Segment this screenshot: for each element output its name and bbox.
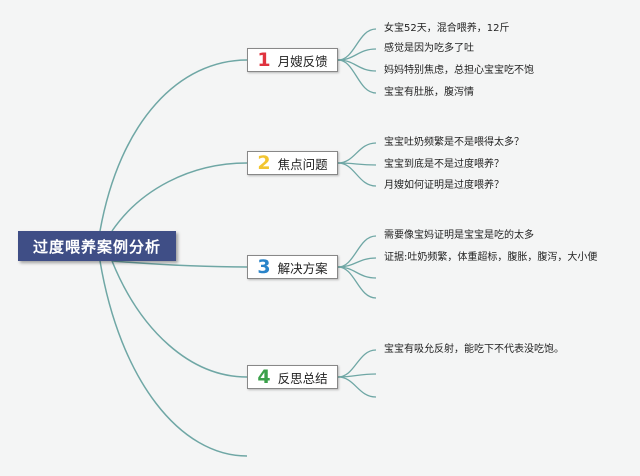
topic-1-leaf-1[interactable]: 女宝52天，混合喂养，12斤 (384, 23, 510, 34)
topic-1[interactable]: 1 月嫂反馈 (247, 48, 338, 72)
root-topic[interactable]: 过度喂养案例分析 (18, 231, 176, 261)
connector-root-extra (99, 260, 248, 457)
topic-1-number: 1 (257, 48, 271, 71)
topic-2-number: 2 (257, 151, 271, 174)
topic-1-leaf-2[interactable]: 感觉是因为吃多了吐 (384, 43, 474, 54)
topic-1-label: 月嫂反馈 (277, 53, 328, 69)
connector-root-topic-2 (111, 162, 248, 232)
topic-2-leaf-2[interactable]: 宝宝到底是不是过度喂养？ (384, 159, 504, 170)
topic-2-leaf-1[interactable]: 宝宝吐奶频繁是不是喂得太多？ (384, 137, 524, 148)
connector-root-topic-3 (111, 260, 248, 268)
topic-2[interactable]: 2 焦点问题 (247, 151, 338, 175)
topic-4-leaf-1[interactable]: 宝宝有吸允反射，能吃下不代表没吃饱。 (384, 344, 564, 355)
topic-2-leaf-3[interactable]: 月嫂如何证明是过度喂养？ (384, 180, 504, 191)
topic-4-number: 4 (257, 365, 271, 388)
topic-1-leaf-4[interactable]: 宝宝有肚胀，腹泻情 (384, 87, 474, 98)
topic-2-label: 焦点问题 (277, 156, 328, 172)
connector-root-topic-4 (111, 260, 248, 378)
topic-1-leaf-3[interactable]: 妈妈特别焦虑，总担心宝宝吃不饱 (384, 65, 534, 76)
topic-4-label: 反思总结 (277, 370, 328, 386)
topic-3-label: 解决方案 (277, 260, 328, 276)
topic-3[interactable]: 3 解决方案 (247, 255, 338, 279)
topic-3-leaf-1[interactable]: 需要像宝妈证明是宝宝是吃的太多 (384, 230, 534, 241)
connector-root-topic-1 (99, 59, 248, 232)
topic-3-number: 3 (257, 255, 271, 278)
topic-3-leaf-2[interactable]: 证据:吐奶频繁，体重超标，腹胀，腹泻，大小便 (384, 252, 598, 263)
topic-4[interactable]: 4 反思总结 (247, 365, 338, 389)
